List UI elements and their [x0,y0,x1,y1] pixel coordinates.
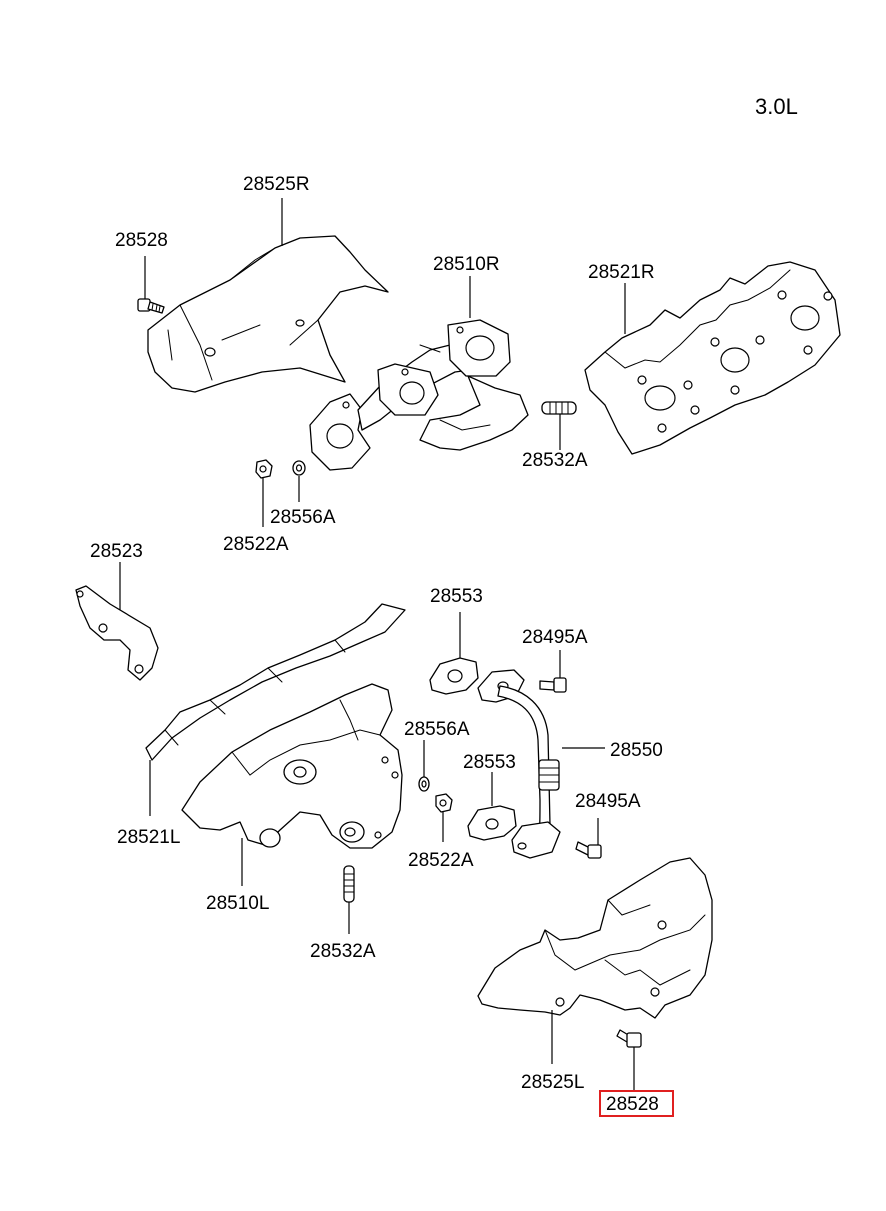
label-28528-top: 28528 [115,230,168,251]
manifold-gasket-left[interactable] [145,603,406,761]
bolt-28528-bottom[interactable] [616,1029,642,1048]
bolt-28495A-top[interactable] [539,677,567,693]
label-28528-bottom[interactable]: 28528 [606,1094,659,1115]
gasket-28553-mid[interactable] [467,805,517,841]
label-28522A-mid: 28522A [408,850,474,871]
label-28556A-top: 28556A [270,507,336,528]
stud-28532A-top[interactable] [541,401,577,415]
label-28522A-top: 28522A [223,534,289,555]
egr-pipe-28550[interactable] [477,669,561,859]
label-28523: 28523 [90,541,143,562]
highlight-box-28528 [599,1090,674,1117]
label-28556A-mid: 28556A [404,719,470,740]
label-28525L: 28525L [521,1072,584,1093]
washer-28556A-mid[interactable] [418,776,430,792]
label-28521R: 28521R [588,262,655,283]
bolt-28528-top[interactable] [137,298,165,314]
bolt-28495A-mid[interactable] [575,841,602,859]
label-28495A-top: 28495A [522,627,588,648]
label-28521L: 28521L [117,827,180,848]
label-28495A-mid: 28495A [575,791,641,812]
bracket-28523[interactable] [75,585,159,681]
label-28525R: 28525R [243,174,310,195]
exhaust-manifold-right[interactable] [309,319,529,471]
heat-protector-left[interactable] [477,857,713,1019]
label-28550: 28550 [610,740,663,761]
label-28532A-top: 28532A [522,450,588,471]
washer-28556A-top[interactable] [292,460,306,476]
manifold-gasket-right[interactable] [584,261,841,455]
label-28532A-bottom: 28532A [310,941,376,962]
heat-protector-right[interactable] [147,235,389,393]
nut-28522A-top[interactable] [255,459,273,479]
engine-displacement-label: 3.0L [755,94,798,119]
nut-28522A-mid[interactable] [435,793,453,813]
stud-28532A-bottom[interactable] [343,865,355,903]
label-28510R: 28510R [433,254,500,275]
exhaust-manifold-left[interactable] [181,683,403,849]
label-28553-mid: 28553 [463,752,516,773]
gasket-28553-top[interactable] [429,657,479,695]
label-28510L: 28510L [206,893,269,914]
label-28553-top: 28553 [430,586,483,607]
